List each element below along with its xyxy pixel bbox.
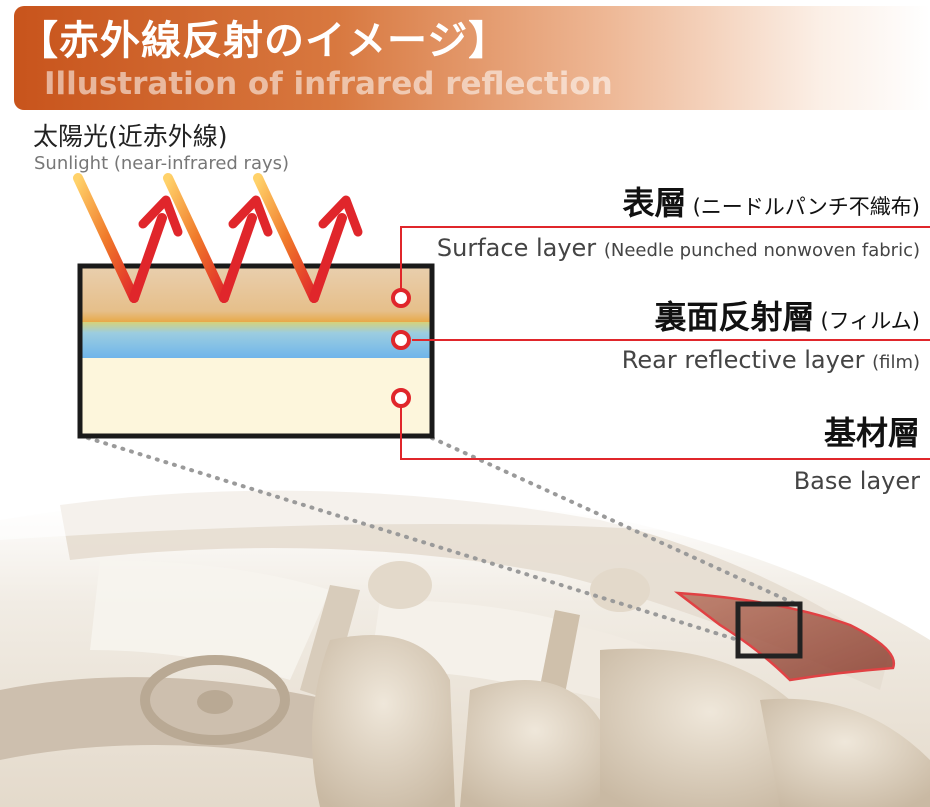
title-japanese: 【赤外線反射のイメージ】: [18, 18, 510, 64]
reflective-layer-note-en: (film): [872, 352, 920, 373]
layer-leaders: [400, 226, 930, 460]
surface-layer-label-ja: 表層(ニードルパンチ不織布): [623, 178, 920, 224]
infrared-arrow-icon: [73, 173, 363, 303]
surface-layer-label-en: Surface layer (Needle punched nonwoven f…: [437, 234, 920, 262]
surface-layer-name-en: Surface layer: [436, 234, 597, 262]
surface-layer-name-ja: 表層: [622, 184, 687, 222]
reflective-layer-name-en: Rear reflective layer: [621, 346, 865, 374]
surface-layer-note-ja: (ニードルパンチ不織布): [692, 195, 920, 219]
base-layer-label-en: Base layer: [794, 467, 920, 495]
reflective-layer-label-ja: 裏面反射層(フィルム): [654, 292, 920, 338]
header-banner: 【赤外線反射のイメージ】 Illustration of infrared re…: [0, 0, 930, 112]
zoom-leader-left: [86, 436, 740, 642]
base-layer-name-en: Base layer: [793, 467, 920, 495]
base-layer-label-ja: 基材層: [824, 408, 920, 454]
base-layer-name-ja: 基材層: [823, 414, 920, 452]
layer-marker-icon: [391, 288, 411, 408]
sunlight-label-japanese: 太陽光(近赤外線): [33, 122, 228, 151]
header-band: [14, 6, 930, 110]
car-interior: [0, 440, 930, 807]
reflective-layer-name-ja: 裏面反射層: [654, 298, 815, 336]
surface-layer-note-en: (Needle punched nonwoven fabric): [603, 240, 920, 261]
reflective-layer-label-en: Rear reflective layer (film): [622, 346, 920, 374]
reflective-layer-note-ja: (フィルム): [820, 309, 920, 333]
sunlight-label-english: Sunlight (near-infrared rays): [34, 153, 290, 174]
title-english: Illustration of infrared reflection: [44, 66, 613, 102]
layer-cross-section: [77, 263, 435, 439]
detail-square: [735, 601, 803, 659]
